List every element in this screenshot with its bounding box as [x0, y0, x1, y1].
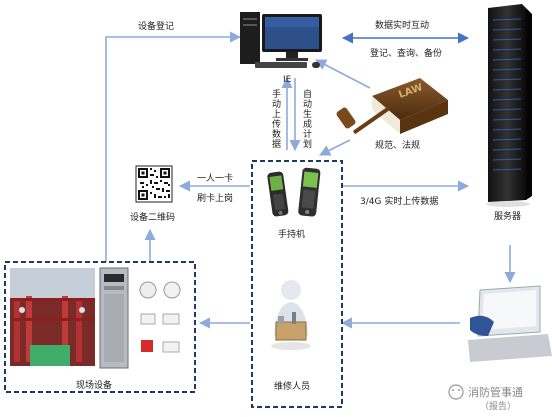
- module-b-icon: [162, 313, 180, 325]
- realtime-interaction-label: 数据实时互动: [375, 19, 429, 31]
- watermark-sub: （报告）: [480, 400, 516, 412]
- computer-icon: [240, 12, 322, 68]
- site-equipment-label: 现场设备: [76, 379, 112, 391]
- handheld-label: 手持机: [278, 228, 305, 240]
- wechat-logo-icon: [448, 384, 464, 400]
- server-icon: [486, 4, 532, 207]
- qr-code-icon: [135, 165, 173, 203]
- maintenance-label: 维修人员: [274, 380, 310, 392]
- device-qr-label: 设备二维码: [130, 211, 175, 223]
- watermark: 消防管事通 （报告）: [448, 384, 523, 412]
- law-book-icon: LAW: [336, 78, 448, 134]
- alarm-button-icon: [141, 340, 153, 352]
- maintenance-person-icon: [271, 280, 311, 350]
- register-query-backup-label: 登记、查询、备份: [370, 47, 442, 59]
- module-c-icon: [162, 341, 180, 353]
- pump-room-photo: [10, 268, 95, 366]
- one-person-one-card-label: 一人一卡: [197, 172, 233, 184]
- handheld-device-icon: [267, 167, 321, 217]
- laptop-icon: [468, 285, 552, 362]
- regulations-label: 规范、法规: [375, 139, 420, 151]
- heat-detector-icon: [163, 281, 181, 299]
- device-register-label: 设备登记: [138, 20, 174, 32]
- swipe-card-label: 刷卡上岗: [197, 192, 233, 204]
- control-cabinet-icon: [99, 267, 129, 369]
- ie-label: IE: [283, 75, 292, 85]
- line-register-vertical: [105, 31, 242, 262]
- detector-devices: [139, 281, 181, 353]
- auto-plan-label: 自动生成计划: [303, 88, 312, 150]
- arrow-regulations-to-computer: [315, 59, 371, 89]
- smoke-detector-icon: [139, 281, 157, 299]
- arrow-regulations-to-handheld: [318, 139, 351, 156]
- module-a-icon: [140, 313, 156, 325]
- upload-4g-label: 3/4G 实时上传数据: [360, 195, 438, 207]
- gavel-icon: [336, 106, 391, 134]
- handheld-box: [251, 160, 343, 408]
- watermark-name: 消防管事通: [468, 385, 523, 399]
- server-label: 服务器: [494, 210, 521, 222]
- manual-upload-label: 手动上传数据: [272, 88, 281, 150]
